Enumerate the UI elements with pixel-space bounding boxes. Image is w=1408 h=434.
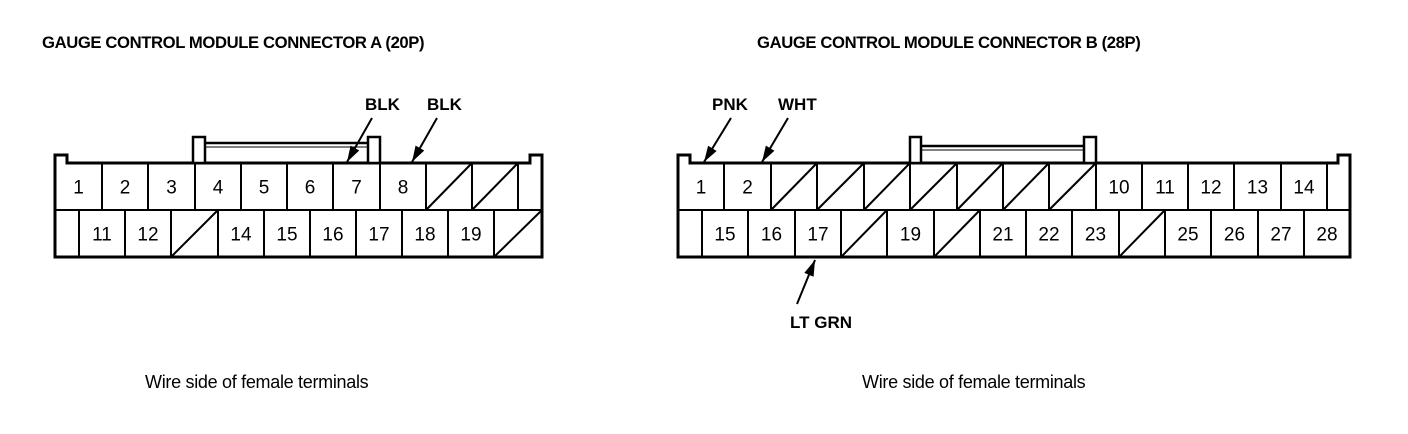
unused-cavity-slash — [171, 210, 218, 257]
lock-tab — [366, 135, 382, 165]
wire-label-blk: BLK — [365, 95, 401, 114]
terminal-4: 4 — [213, 178, 224, 199]
terminal-19: 19 — [460, 225, 481, 246]
terminal-11: 11 — [92, 225, 112, 246]
terminal-11: 11 — [1155, 178, 1175, 199]
terminal-14: 14 — [1293, 178, 1315, 199]
lock-tab — [908, 135, 923, 165]
unused-cavity-slash — [934, 210, 980, 257]
wire-label-blk: BLK — [427, 95, 463, 114]
unused-cavity-slash — [864, 163, 910, 210]
arrowhead-icon — [412, 145, 425, 162]
terminal-27: 27 — [1270, 225, 1291, 246]
terminal-10: 10 — [1108, 178, 1129, 199]
connector-b-title: GAUGE CONTROL MODULE CONNECTOR B (28P) — [757, 33, 1141, 52]
terminal-19: 19 — [900, 225, 921, 246]
connector-a-title: GAUGE CONTROL MODULE CONNECTOR A (20P) — [42, 33, 425, 52]
terminal-15: 15 — [276, 225, 297, 246]
arrowhead-icon — [762, 145, 775, 162]
terminal-12: 12 — [137, 225, 158, 246]
wire-label-wht: WHT — [778, 95, 817, 114]
unused-cavity-slash — [771, 163, 817, 210]
terminal-2: 2 — [120, 178, 131, 199]
terminal-28: 28 — [1316, 225, 1337, 246]
terminal-13: 13 — [1247, 178, 1268, 199]
terminal-1: 1 — [73, 178, 84, 199]
terminal-6: 6 — [305, 178, 316, 199]
arrowhead-icon — [704, 145, 717, 162]
terminal-16: 16 — [322, 225, 343, 246]
terminal-2: 2 — [742, 178, 753, 199]
terminal-21: 21 — [992, 225, 1013, 246]
unused-cavity-slash — [817, 163, 864, 210]
lock-tab — [1082, 135, 1098, 165]
terminal-12: 12 — [1200, 178, 1221, 199]
arrowhead-icon — [804, 260, 815, 277]
unused-cavity-slash — [472, 163, 518, 210]
unused-cavity-slash — [494, 210, 542, 257]
terminal-17: 17 — [368, 225, 389, 246]
wire-label-pnk: PNK — [712, 95, 749, 114]
lock-tab — [191, 135, 207, 165]
terminal-8: 8 — [398, 178, 409, 199]
terminal-25: 25 — [1177, 225, 1198, 246]
unused-cavity-slash — [841, 210, 887, 257]
terminal-22: 22 — [1038, 225, 1059, 246]
terminal-18: 18 — [414, 225, 435, 246]
terminal-26: 26 — [1224, 225, 1245, 246]
terminal-16: 16 — [761, 225, 782, 246]
unused-cavity-slash — [1119, 210, 1165, 257]
terminal-3: 3 — [166, 178, 177, 199]
terminal-15: 15 — [714, 225, 735, 246]
terminal-23: 23 — [1085, 225, 1106, 246]
terminal-17: 17 — [807, 225, 828, 246]
connector-housing — [53, 153, 544, 259]
unused-cavity-slash — [1049, 163, 1096, 210]
terminal-5: 5 — [259, 178, 270, 199]
wire-label-lt-grn: LT GRN — [790, 313, 852, 332]
terminal-7: 7 — [351, 178, 362, 199]
unused-cavity-slash — [426, 163, 472, 210]
terminal-1: 1 — [696, 178, 707, 199]
arrowhead-icon — [347, 145, 360, 162]
unused-cavity-slash — [1003, 163, 1049, 210]
connector-b-caption: Wire side of female terminals — [862, 372, 1086, 392]
connector-a-caption: Wire side of female terminals — [145, 372, 369, 392]
unused-cavity-slash — [957, 163, 1003, 210]
terminal-14: 14 — [230, 225, 252, 246]
unused-cavity-slash — [910, 163, 957, 210]
